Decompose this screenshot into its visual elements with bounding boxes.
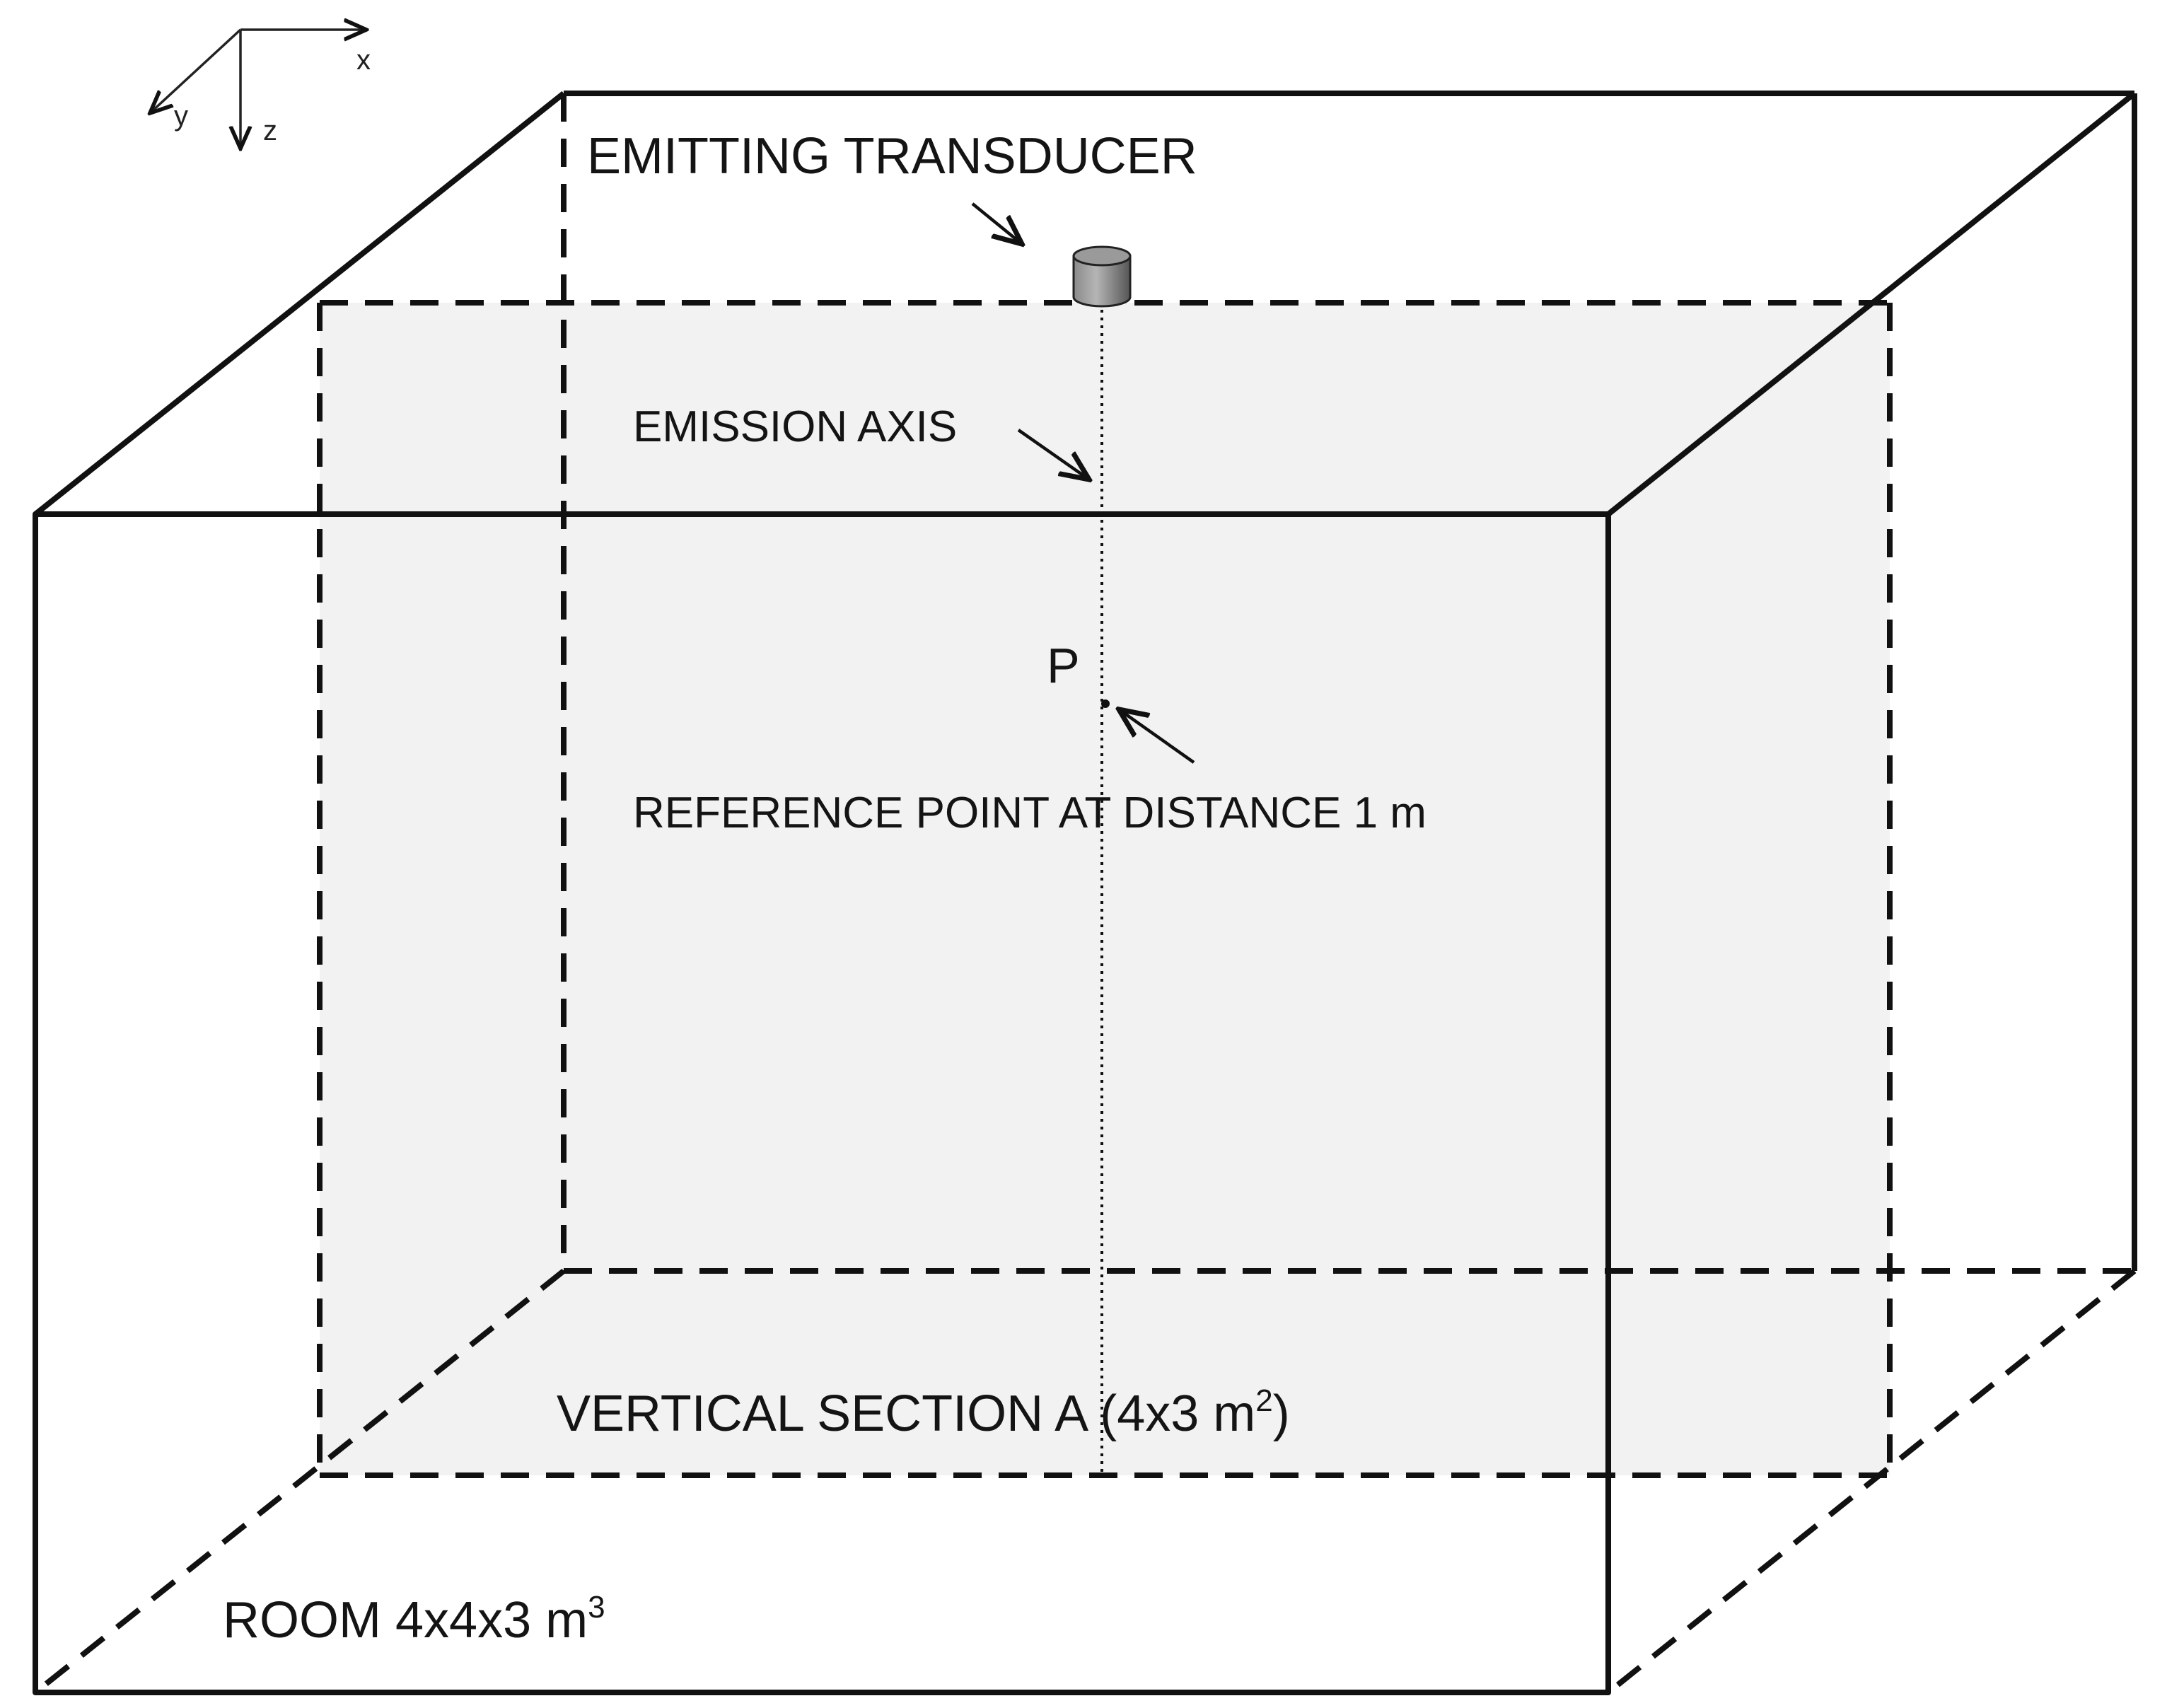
transducer-arrow [971, 202, 1022, 244]
room-label: ROOM 4x4x3 m3 [223, 1590, 605, 1649]
point-p-label: P [1047, 638, 1080, 693]
vertical-section-label: VERTICAL SECTION A (4x3 m2) [557, 1383, 1290, 1442]
hidden-room-edges [33, 93, 2137, 1695]
reference-point-dot [1101, 699, 1110, 708]
emission-axis-arrow [1017, 429, 1089, 480]
reference-point-arrow [1119, 709, 1195, 764]
bottom-left-receding-edge [33, 1268, 566, 1695]
reference-point-label: REFERENCE POINT AT DISTANCE 1 m [633, 789, 1427, 837]
y-axis-label: y [174, 100, 188, 132]
visible-room-edges [33, 91, 2137, 1695]
transducer-icon [1072, 245, 1132, 308]
x-axis-label: x [356, 45, 371, 76]
coordinate-axes-icon [150, 30, 366, 149]
top-right-receding-edge [1606, 91, 2137, 517]
top-left-receding-edge [33, 91, 566, 517]
emitting-transducer-label: EMITTING TRANSDUCER [587, 128, 1197, 185]
front-face [33, 511, 1611, 1695]
annotation-arrows [971, 202, 1195, 764]
emission-axis-label: EMISSION AXIS [633, 402, 957, 451]
bottom-right-receding-edge [1606, 1268, 2137, 1695]
z-axis-label: z [263, 115, 277, 146]
